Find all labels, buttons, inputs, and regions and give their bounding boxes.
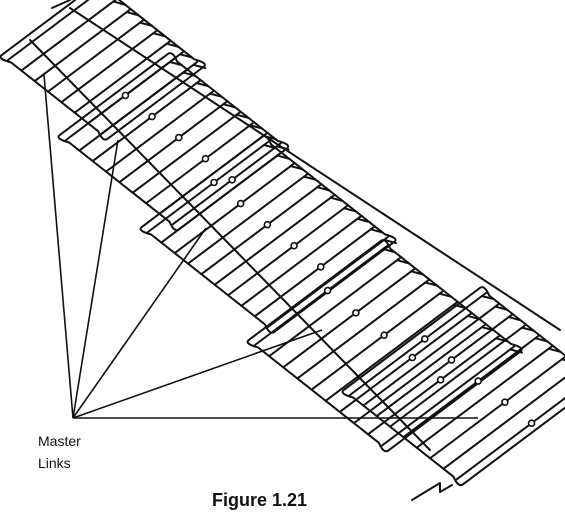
link-joint: [318, 264, 324, 270]
link-bar: [119, 101, 227, 182]
link-joint: [529, 420, 535, 426]
link-bar: [350, 293, 486, 395]
link-bar: [148, 142, 268, 232]
link-joint: [438, 377, 444, 383]
link-joint: [291, 243, 297, 249]
link-joint: [229, 177, 235, 183]
link-bar: [79, 70, 187, 151]
chain-segment-outline: [141, 136, 396, 333]
master-link-line: [73, 140, 118, 418]
link-bar: [377, 314, 513, 416]
link-bar: [188, 174, 308, 264]
link-bar: [268, 237, 388, 327]
chain-links: [1, 0, 565, 500]
link-bar: [228, 205, 348, 295]
link-joint: [448, 357, 454, 363]
link-bar: [21, 0, 117, 71]
link-bar: [48, 20, 144, 92]
link-bar: [8, 0, 104, 60]
link-joint: [176, 135, 182, 141]
link-joint: [238, 201, 244, 207]
link-bar: [215, 195, 335, 285]
link-joint: [202, 156, 208, 162]
strip-edge-upper: [70, 8, 560, 330]
master-link-line: [44, 75, 73, 418]
link-bar: [146, 122, 254, 203]
link-joint: [264, 222, 270, 228]
link-bar: [255, 226, 375, 316]
link-joint: [502, 399, 508, 405]
links-label: Links: [38, 452, 71, 474]
link-joint: [422, 336, 428, 342]
link-bar: [457, 377, 565, 479]
link-bar: [403, 335, 539, 437]
link-joint: [122, 92, 128, 98]
link-bar: [61, 30, 157, 102]
link-bar: [106, 91, 214, 172]
link-bar: [173, 143, 281, 224]
master-link-line: [73, 330, 322, 418]
link-bar: [201, 184, 321, 274]
link-joint: [211, 180, 217, 186]
link-joint: [149, 114, 155, 120]
link-bar: [363, 304, 499, 406]
chain-segment-outline: [1, 0, 205, 140]
link-bar: [161, 153, 281, 243]
link-bar: [66, 59, 174, 140]
link-bar: [326, 302, 458, 401]
end-hook: [412, 483, 452, 500]
master-link-line: [73, 228, 206, 418]
link-bar: [241, 216, 361, 306]
master-label: Master: [38, 430, 81, 452]
link-bar: [133, 112, 241, 193]
link-joint: [325, 288, 331, 294]
link-joint: [353, 310, 359, 316]
figure-caption: Figure 1.21: [212, 490, 307, 511]
link-joint: [409, 355, 415, 361]
link-bar: [354, 324, 486, 423]
strip-edge-lower: [30, 40, 430, 450]
link-joint: [381, 332, 387, 338]
link-joint: [475, 378, 481, 384]
link-bar: [297, 279, 429, 378]
